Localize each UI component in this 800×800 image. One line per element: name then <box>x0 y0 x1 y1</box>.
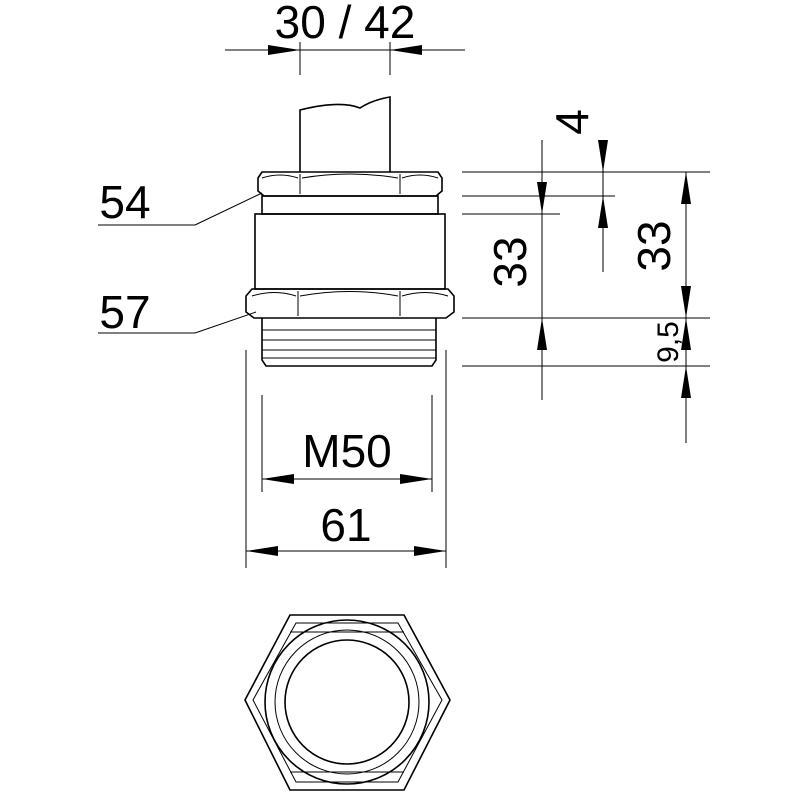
top-view-hex-outer <box>244 614 451 791</box>
height-right-label: 33 <box>628 220 680 271</box>
top-view-outer-ring <box>264 619 430 785</box>
callout-54-label: 54 <box>99 176 150 228</box>
top-view-hex-inner <box>252 622 443 783</box>
cable <box>299 96 391 172</box>
top-view-mid-ring <box>274 629 420 775</box>
top-view-inner-ring <box>284 639 410 765</box>
width-label: 61 <box>320 499 371 551</box>
dim-width: 61 <box>245 350 447 568</box>
thread-label: M50 <box>302 425 391 477</box>
upper-nut <box>257 171 443 197</box>
thread <box>261 318 437 367</box>
side-view <box>245 96 455 367</box>
cable-range-label: 30 / 42 <box>275 0 416 48</box>
lower-nut <box>245 288 455 319</box>
seal-collar <box>261 195 439 215</box>
dim-thread: M50 <box>261 395 433 492</box>
dim-height-right: 33 9,5 <box>628 172 691 443</box>
height-left-label: 33 <box>484 236 536 287</box>
callout-57: 57 <box>98 286 257 338</box>
dim-seal-gap: 4 <box>546 109 608 272</box>
callout-54: 54 <box>98 176 263 228</box>
callout-57-label: 57 <box>99 286 150 338</box>
top-view <box>244 614 451 791</box>
dim-cable-range: 30 / 42 <box>225 0 465 75</box>
seal-gap-label: 4 <box>546 109 598 135</box>
thread-length-label: 9,5 <box>652 321 685 363</box>
extension-lines-right <box>462 171 710 367</box>
gland-body <box>254 213 446 290</box>
dim-height-left: 33 <box>484 140 547 400</box>
